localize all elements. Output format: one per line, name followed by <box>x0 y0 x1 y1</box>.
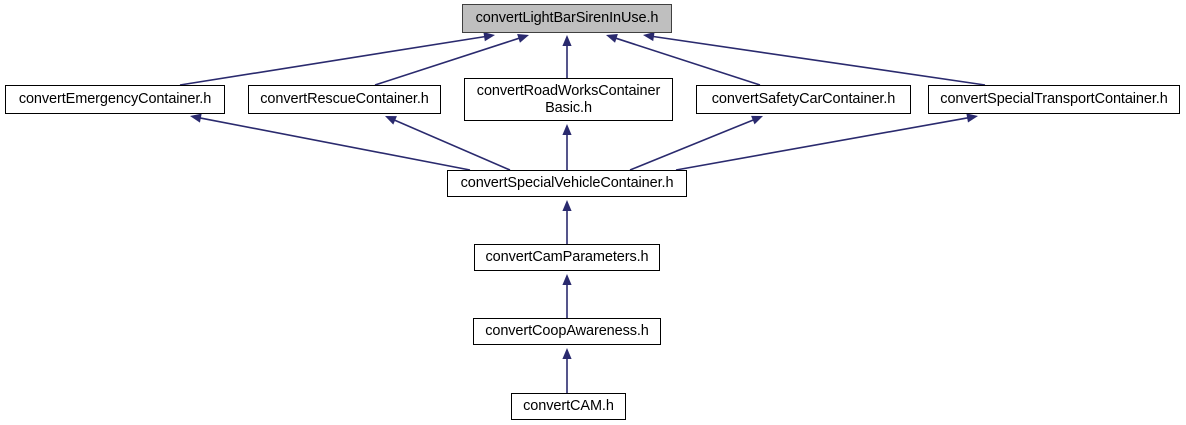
graph-edge-specialvehicle-to-safetycar <box>629 115 763 171</box>
graph-node-label: convertCoopAwareness.h <box>485 323 649 340</box>
graph-node-emergency[interactable]: convertEmergencyContainer.h <box>5 85 225 114</box>
graph-node-specialvehicle[interactable]: convertSpecialVehicleContainer.h <box>447 170 687 197</box>
graph-node-coopawareness[interactable]: convertCoopAwareness.h <box>473 318 661 345</box>
graph-edge-specialvehicle-to-roadworks <box>562 124 572 170</box>
graph-edge-coopawareness-to-camparameters <box>562 274 572 318</box>
graph-node-label: convertSafetyCarContainer.h <box>711 91 896 108</box>
graph-node-label: convertLightBarSirenInUse.h <box>475 10 659 27</box>
graph-edge-cam-to-coopawareness <box>562 348 572 393</box>
graph-node-label: convertCAM.h <box>523 398 614 415</box>
graph-node-cam[interactable]: convertCAM.h <box>511 393 626 420</box>
graph-edge-specialvehicle-to-rescue <box>385 116 511 171</box>
graph-edge-camparameters-to-specialvehicle <box>562 200 572 244</box>
graph-node-label: convertRoadWorksContainer Basic.h <box>476 83 661 116</box>
graph-node-label: convertSpecialTransportContainer.h <box>940 91 1168 108</box>
graph-node-specialtransport[interactable]: convertSpecialTransportContainer.h <box>928 85 1180 114</box>
graph-node-camparameters[interactable]: convertCamParameters.h <box>474 244 660 271</box>
graph-edge-specialvehicle-to-specialtransport <box>675 113 978 171</box>
graph-node-safetycar[interactable]: convertSafetyCarContainer.h <box>696 85 911 114</box>
graph-node-lightbarsireninuse[interactable]: convertLightBarSirenInUse.h <box>462 4 672 33</box>
graph-edge-specialvehicle-to-emergency <box>190 113 471 171</box>
graph-node-rescue[interactable]: convertRescueContainer.h <box>248 85 441 114</box>
graph-node-label: convertSpecialVehicleContainer.h <box>460 175 674 192</box>
graph-node-roadworks[interactable]: convertRoadWorksContainer Basic.h <box>464 78 673 121</box>
graph-edge-emergency-to-lightbarsireninuse <box>179 32 495 86</box>
graph-node-label: convertEmergencyContainer.h <box>18 91 212 108</box>
graph-edge-roadworks-to-lightbarsireninuse <box>562 35 572 78</box>
graph-edge-specialtransport-to-lightbarsireninuse <box>643 32 986 86</box>
graph-node-label: convertRescueContainer.h <box>260 91 429 108</box>
graph-node-label: convertCamParameters.h <box>485 249 649 266</box>
